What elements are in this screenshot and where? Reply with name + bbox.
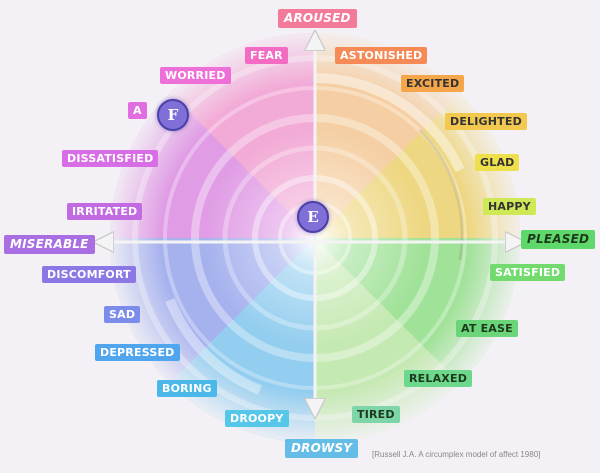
- label-excited: EXCITED: [401, 75, 465, 92]
- label-satisfied: SATISFIED: [490, 264, 566, 281]
- label-droopy: DROOPY: [225, 410, 289, 427]
- label-happy: HAPPY: [483, 198, 536, 215]
- label-pleased: PLEASED: [521, 230, 596, 249]
- label-sad: SAD: [104, 306, 141, 323]
- marker-e: E: [297, 201, 329, 233]
- label-irritated: IRRITATED: [67, 203, 143, 220]
- label-astonished: ASTONISHED: [335, 47, 428, 64]
- label-at-ease: AT EASE: [456, 320, 518, 337]
- label-delighted: DELIGHTED: [445, 113, 527, 130]
- label-glad: GLAD: [475, 154, 520, 171]
- label-relaxed: RELAXED: [404, 370, 473, 387]
- marker-f: F: [157, 99, 189, 131]
- label-discomfort: DISCOMFORT: [42, 266, 136, 283]
- label-miserable: MISERABLE: [4, 235, 95, 254]
- label-fear: FEAR: [245, 47, 288, 64]
- label-drowsy: DROWSY: [285, 439, 359, 458]
- label-a-partial: A: [128, 102, 147, 119]
- label-depressed: DEPRESSED: [95, 344, 180, 361]
- label-boring: BORING: [157, 380, 217, 397]
- label-dissatisfied: DISSATISFIED: [62, 150, 159, 167]
- label-worried: WORRIED: [160, 67, 231, 84]
- label-tired: TIRED: [352, 406, 400, 423]
- citation: [Russell J.A. A circumplex model of affe…: [372, 450, 541, 459]
- label-aroused: AROUSED: [278, 9, 357, 28]
